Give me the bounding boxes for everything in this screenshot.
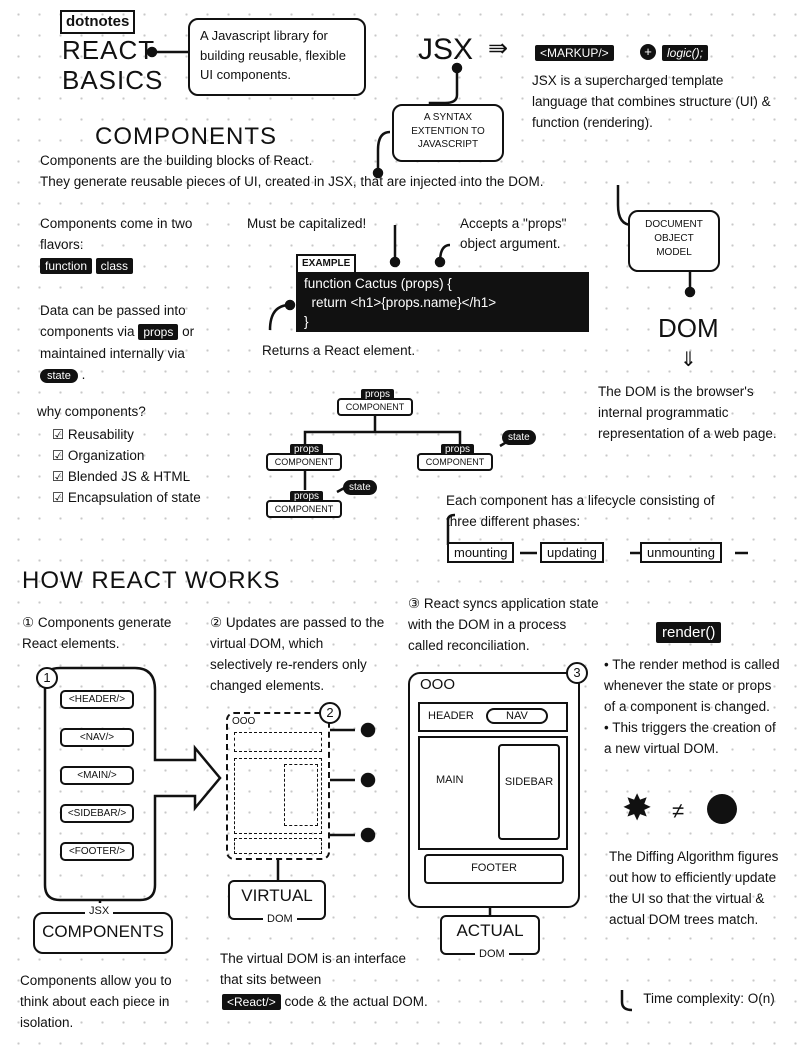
phase-unmounting: unmounting xyxy=(640,542,722,563)
components-intro-1: Components are the building blocks of Re… xyxy=(40,153,313,168)
why-components: why components? xyxy=(37,404,146,419)
tag-nav: <NAV/> xyxy=(60,728,134,747)
tag-footer: <FOOTER/> xyxy=(60,842,134,861)
reason-item: ☑ Blended JS & HTML xyxy=(52,469,191,484)
flavors-text: Components come in two flavors: xyxy=(40,216,193,252)
must-capitalize-note: Must be capitalized! xyxy=(247,216,367,231)
phase-mounting: mounting xyxy=(447,542,515,563)
render-bullet-1: • The render method is called whenever t… xyxy=(604,657,780,714)
code-line: return <h1>{props.name}</h1> xyxy=(304,295,497,310)
vdom-note-2-line: <React/> code & the actual DOM. xyxy=(222,991,428,1013)
jsx-label: JSX xyxy=(418,33,474,66)
implies-arrow-icon: ⇛ xyxy=(488,35,509,62)
react-definition: A Javascript library for building reusab… xyxy=(188,18,366,96)
dom-label: DOM xyxy=(658,313,719,343)
tag-header: <HEADER/> xyxy=(60,690,134,709)
tag-sidebar: <SIDEBAR/> xyxy=(60,804,134,823)
example-label: EXAMPLE xyxy=(296,254,357,272)
number-2-icon: 2 xyxy=(319,702,341,724)
class-flavor: class xyxy=(95,258,133,274)
step-3: ③ React syncs application state with the… xyxy=(408,596,599,653)
actual-footer: FOOTER xyxy=(424,854,564,884)
diffing-text: The Diffing Algorithm figures out how to… xyxy=(609,849,779,927)
logic-tag: logic(); xyxy=(662,45,709,61)
components-note: Components allow you to think about each… xyxy=(20,973,172,1030)
brand-logo: dotnotes xyxy=(60,10,136,34)
circle-icon xyxy=(707,794,737,824)
jsx-callout: A SYNTAX EXTENTION TO JAVASCRIPT xyxy=(392,104,504,162)
phase-updating: updating xyxy=(540,542,604,563)
accepts-props-note: Accepts a "props" object argument. xyxy=(460,216,567,251)
step-2: ② Updates are passed to the virtual DOM,… xyxy=(210,615,385,693)
dom-description: The DOM is the browser's internal progra… xyxy=(598,384,777,441)
title-line-2: BASICS xyxy=(62,65,164,95)
reason-item: ☑ Reusability xyxy=(52,427,134,442)
reason-item: ☑ Encapsulation of state xyxy=(52,490,201,505)
components-intro-2: They generate reusable pieces of UI, cre… xyxy=(40,174,544,189)
components-heading: COMPONENTS xyxy=(95,123,278,150)
time-complexity: Time complexity: O(n) xyxy=(643,991,775,1006)
state-bubble: state xyxy=(343,480,377,495)
how-react-works-heading: HOW REACT WORKS xyxy=(22,567,281,594)
step-1: ① Components generate React elements. xyxy=(22,615,172,651)
react-tag: <React/> xyxy=(222,994,281,1010)
not-equal-icon: ≠ xyxy=(672,798,685,823)
returns-note: Returns a React element. xyxy=(262,343,416,358)
virtual-dom-window: OOO xyxy=(226,712,330,860)
render-bullet-2: • This triggers the creation of a new vi… xyxy=(604,720,776,756)
tag-main: <MAIN/> xyxy=(60,766,134,785)
title-line-1: REACT xyxy=(62,35,156,65)
reason-item: ☑ Organization xyxy=(52,448,145,463)
code-example: function Cactus (props) { return <h1>{pr… xyxy=(296,272,589,332)
state-bubble: state xyxy=(502,430,536,445)
function-flavor: function xyxy=(40,258,93,274)
props-badge: props xyxy=(138,324,179,340)
starburst-icon: ✸ xyxy=(622,787,653,828)
reasons-list: ☑ Reusability ☑ Organization ☑ Blended J… xyxy=(52,424,201,508)
actual-nav: NAV xyxy=(486,708,548,724)
dom-callout: DOCUMENT OBJECT MODEL xyxy=(628,210,720,272)
render-bullets: • The render method is called whenever t… xyxy=(604,654,784,759)
number-1-icon: 1 xyxy=(36,667,58,689)
data-text-2: or maintained internally via xyxy=(40,324,195,361)
actual-sidebar: SIDEBAR xyxy=(498,744,560,840)
number-3-icon: 3 xyxy=(566,662,588,684)
lifecycle-text: Each component has a lifecycle consistin… xyxy=(446,493,715,529)
jsx-description: JSX is a supercharged template language … xyxy=(532,73,771,130)
plus-icon: + xyxy=(640,44,656,60)
data-text-1: Data can be passed into components via xyxy=(40,303,186,339)
render-label: render() xyxy=(656,622,722,643)
vdom-note-1: The virtual DOM is an interface that sit… xyxy=(220,951,407,987)
code-line: function Cactus (props) { xyxy=(304,276,452,291)
down-arrow-icon: ⇓ xyxy=(680,349,697,371)
state-badge: state xyxy=(40,369,78,383)
data-passing-text: Data can be passed into components via p… xyxy=(40,303,195,383)
markup-tag: <MARKUP/> xyxy=(535,45,614,61)
code-line: } xyxy=(304,314,309,329)
